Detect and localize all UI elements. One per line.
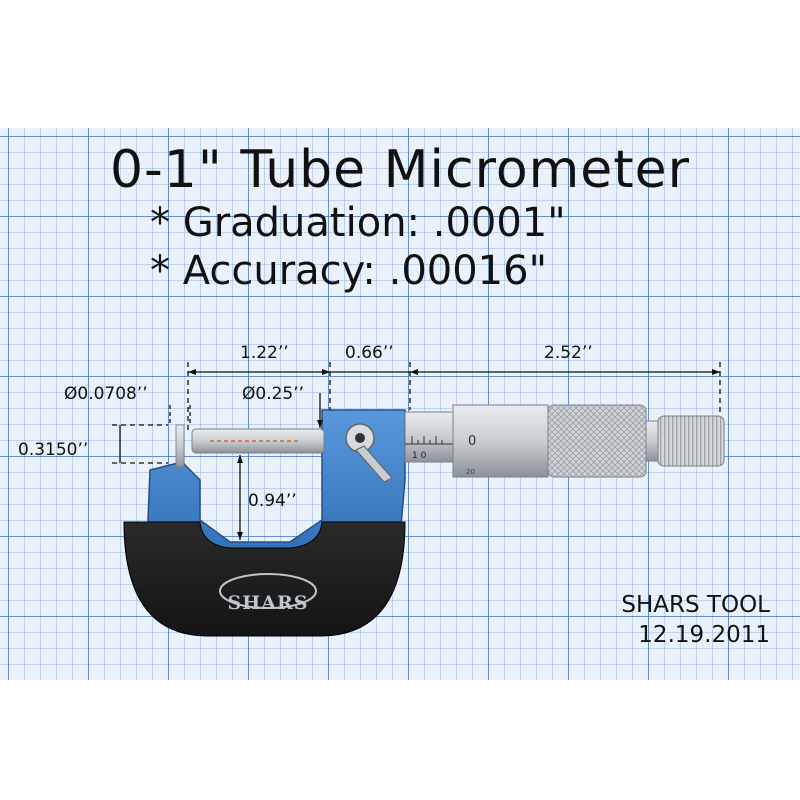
- brand-logo: SHARS: [227, 592, 309, 614]
- insulating-grip-plate: [123, 521, 406, 637]
- graph-paper-background: [0, 128, 800, 680]
- thimble-knurl-grip[interactable]: [547, 404, 647, 478]
- page-title: 0-1" Tube Micrometer: [109, 140, 691, 200]
- sleeve-scale-numbers: 1 0: [412, 451, 427, 461]
- dimension-lines: [112, 362, 721, 540]
- dimension-label-length-a: 1.22’’: [240, 343, 289, 363]
- date-credit: 12.19.2011: [638, 622, 770, 648]
- dimension-label-length-c: 2.52’’: [544, 343, 593, 363]
- brand-logo-ellipse: [219, 573, 317, 609]
- dimension-label-length-b: 0.66’’: [345, 343, 394, 363]
- accuracy-spec: * Accuracy: .00016": [150, 248, 547, 294]
- dimension-label-pin-diameter: Ø0.0708’’: [64, 384, 148, 404]
- lock-lever[interactable]: [345, 423, 393, 483]
- ratchet-stop[interactable]: [657, 415, 725, 467]
- thimble-zero-mark: 0: [468, 434, 476, 449]
- spindle: [191, 428, 325, 454]
- graduation-spec: * Graduation: .0001": [150, 200, 566, 246]
- dimension-label-pin-length: 0.3150’’: [18, 440, 89, 460]
- thimble[interactable]: [452, 404, 549, 478]
- ratchet-neck: [645, 420, 659, 462]
- anvil-pin: [175, 424, 185, 468]
- maker-credit: SHARS TOOL: [621, 592, 770, 618]
- thimble-twenty-mark: 20: [466, 468, 475, 476]
- dimension-label-throat-depth: 0.94’’: [248, 491, 297, 511]
- dimension-label-spindle-diameter: Ø0.25’’: [242, 384, 305, 404]
